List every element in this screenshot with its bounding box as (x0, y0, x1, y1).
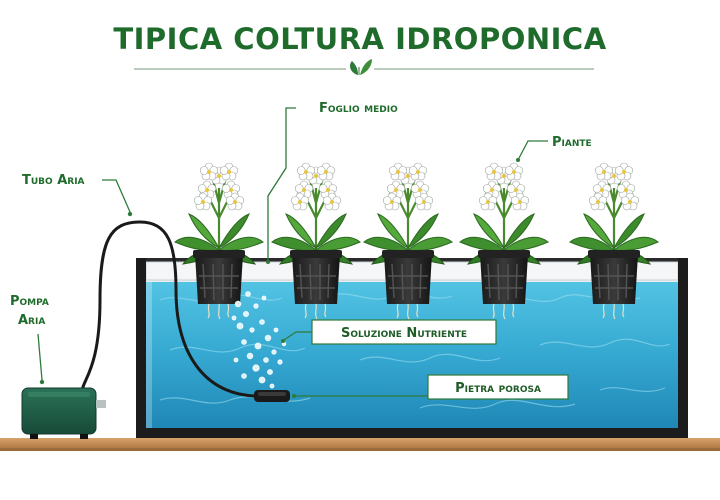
air-pump (21, 387, 106, 439)
label-box-pietra (427, 374, 569, 400)
nutrient-water (146, 282, 678, 430)
label-aria: Aria (18, 313, 45, 328)
diagram-title: TIPICA COLTURA IDROPONICA (113, 22, 606, 56)
leader-piante (517, 140, 548, 161)
label-foglio-medio: Foglio medio (319, 101, 398, 116)
label-pietra-porosa: Pietra porosa (455, 381, 541, 396)
label-soluzione-nutriente: Soluzione Nutriente (341, 326, 467, 341)
wooden-shelf (0, 438, 720, 448)
leader-soluzione (283, 331, 312, 341)
leaf-icon (350, 59, 372, 75)
label-piante: Piante (552, 135, 592, 150)
air-stone (254, 390, 290, 402)
label-box-soluzione (311, 319, 497, 345)
label-tubo-aria: Tubo Aria (22, 173, 85, 188)
leader-tubo (102, 179, 131, 213)
leader-foglio (267, 107, 296, 262)
label-pompa: Pompa (10, 294, 49, 309)
leader-pompa (37, 333, 43, 381)
air-bubbles (231, 291, 287, 389)
air-tube (80, 220, 259, 398)
